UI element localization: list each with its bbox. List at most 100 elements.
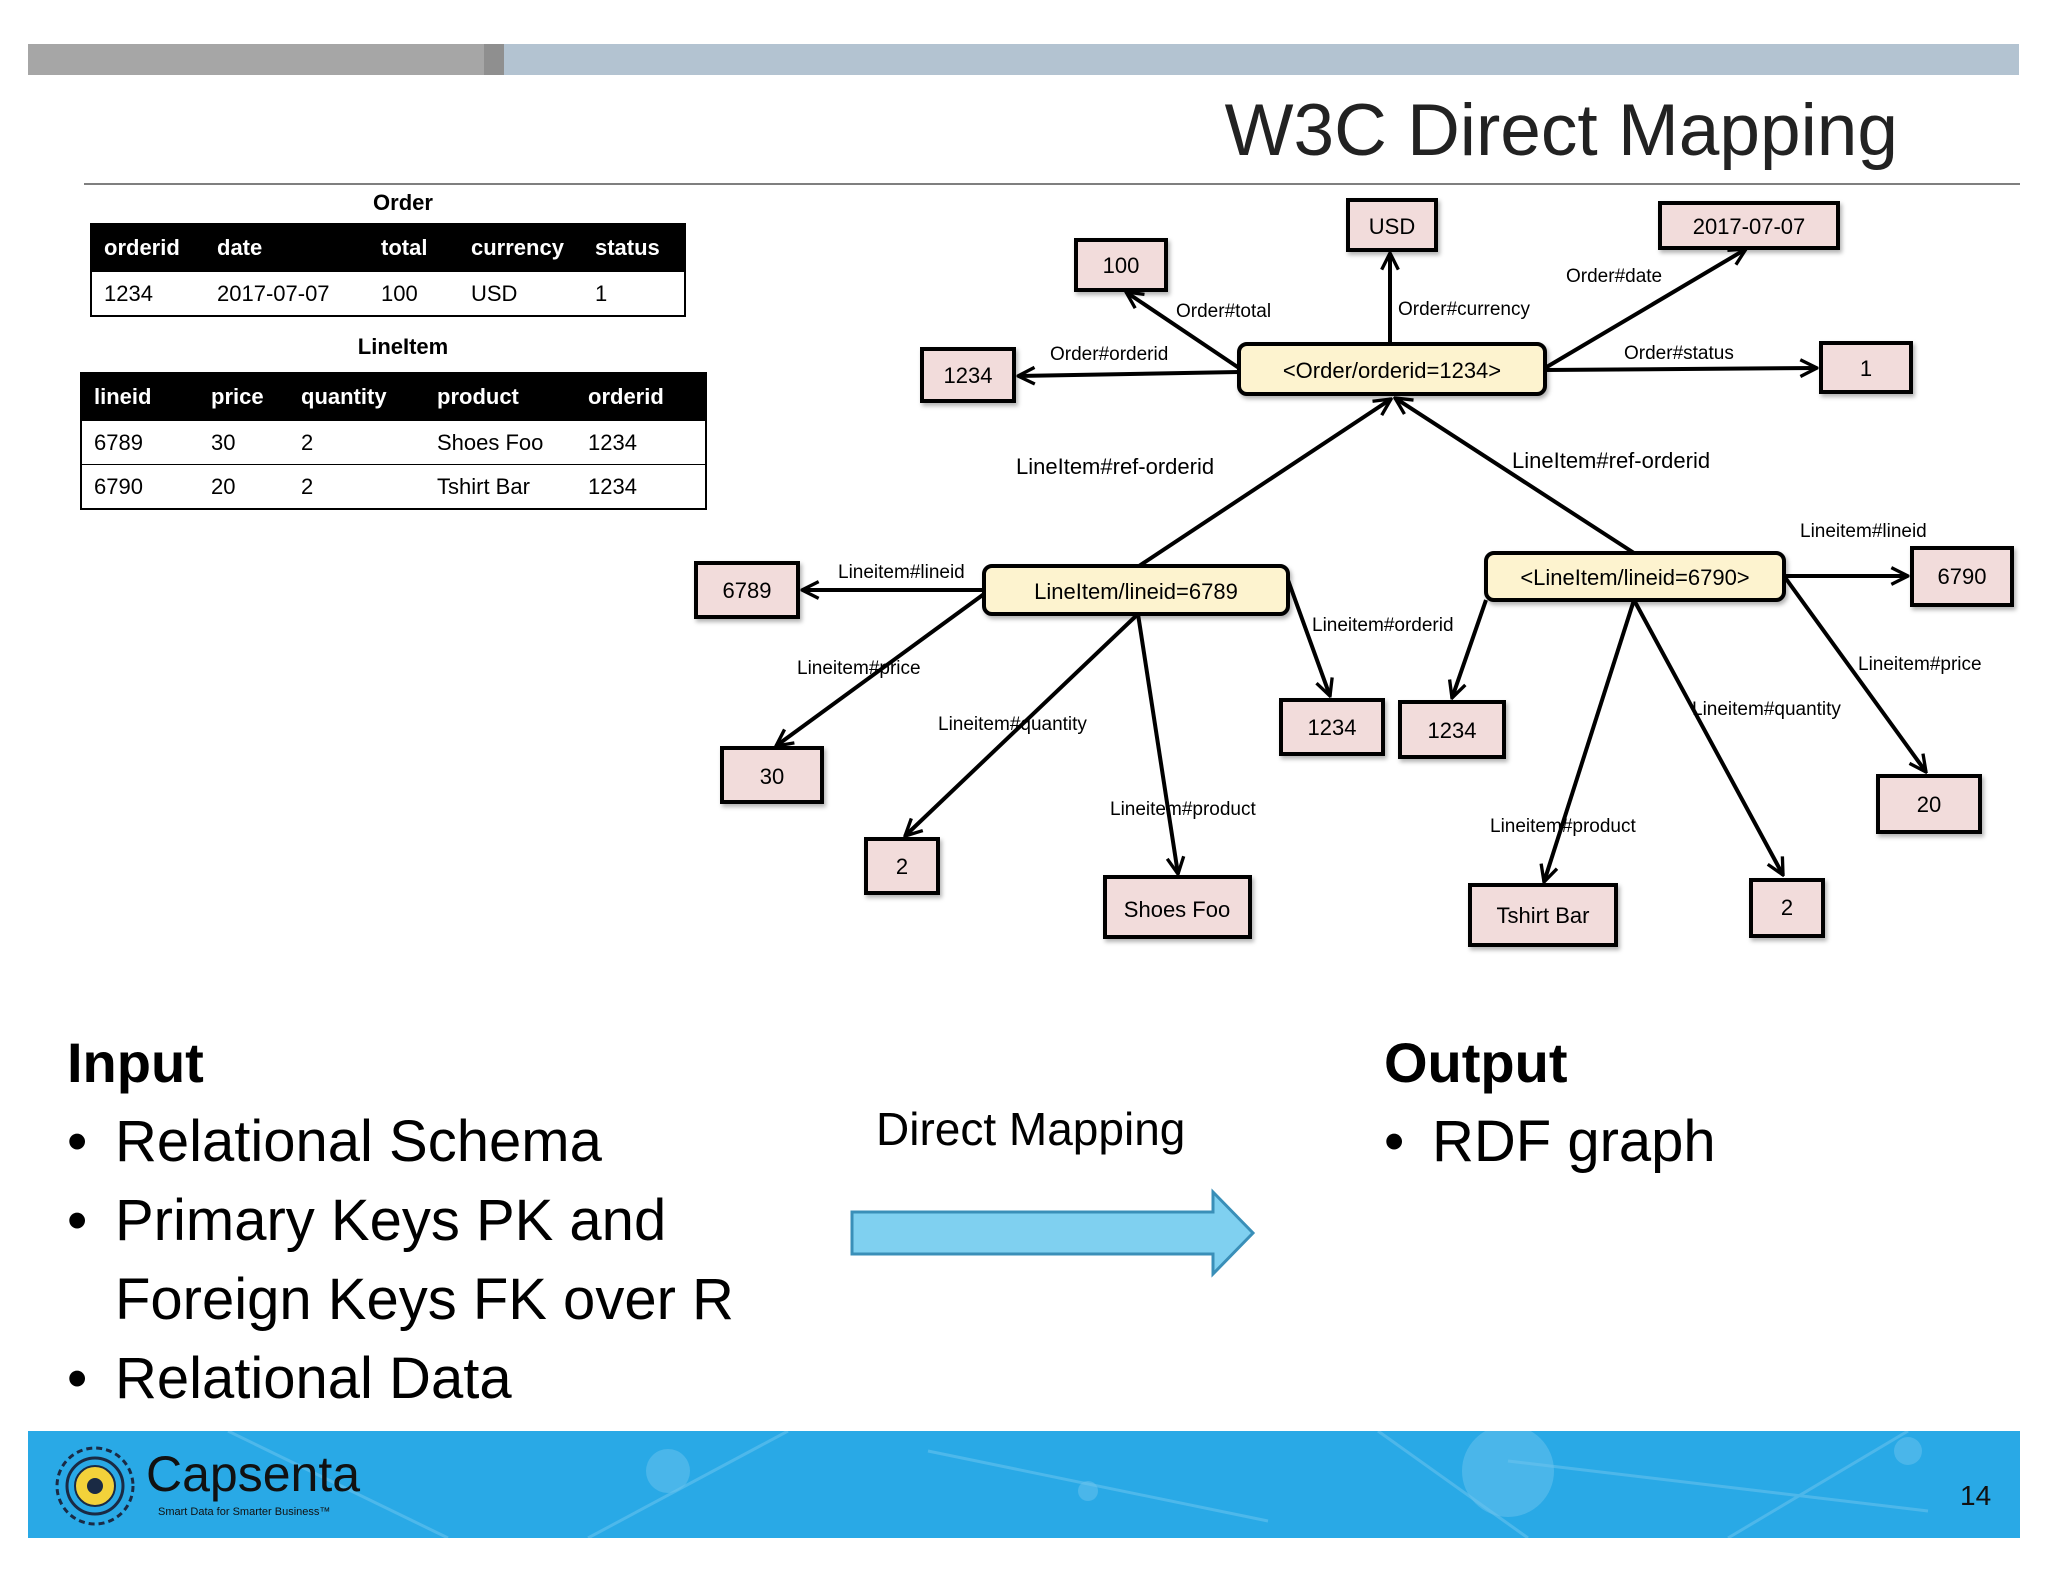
node-status-label: 1 [1860,356,1872,381]
header-bar-separator [484,44,504,75]
node-li2-id [1910,546,2014,607]
column-header: currency [459,224,583,272]
edge-li1-orderid [1286,579,1330,696]
mapping-arrow [850,1188,1256,1278]
table-cell: 30 [199,420,289,465]
output-heading: Output [1384,1031,1568,1094]
header-bar-light [504,44,2019,75]
edge-li2-quantity [1632,599,1783,875]
node-li2-qty-label: 2 [1781,895,1793,920]
node-li2-id-label: 6790 [1938,564,1987,589]
edge-label-order-total: Order#total [1176,301,1271,322]
node-li1-id-label: 6789 [723,578,772,603]
node-orderid [920,347,1016,403]
edge-label-li1-orderid: Lineitem#orderid [1312,615,1454,636]
edge-li2-price [1782,574,1926,772]
edge-order-total [1126,292,1241,370]
list-item-label: Primary Keys PK and [115,1188,667,1253]
edge-order-date [1543,249,1746,370]
node-li2-qty [1749,878,1825,938]
brand-tagline: Smart Data for Smarter Business™ [158,1506,331,1518]
table-cell: 2017-07-07 [205,271,369,316]
edge-label-order-date: Order#date [1566,266,1662,287]
edge-order-status [1544,368,1817,370]
bullet-icon: • [67,1188,88,1253]
table-cell: Tshirt Bar [425,464,576,509]
column-header: price [199,373,289,421]
table-cell: 1234 [91,271,205,316]
node-total-label: 100 [1103,253,1140,278]
table-cell: 1234 [576,464,706,509]
list-item: • Relational Data [67,1339,734,1418]
bullet-icon: • [1384,1109,1405,1174]
edge-li1-ref [1137,399,1391,568]
table-cell: 1 [583,271,685,316]
edge-label-li1-lineid: Lineitem#lineid [838,562,965,583]
node-li1-qty [864,837,940,895]
node-li2-prod-label: Tshirt Bar [1497,903,1590,928]
node-li2-price [1876,774,1982,834]
column-header: orderid [576,373,706,421]
column-header: quantity [289,373,425,421]
edge-label-li2-price: Lineitem#price [1858,654,1982,675]
slide-title: W3C Direct Mapping [1224,90,1898,171]
column-header: date [205,224,369,272]
edge-label-order-currency: Order#currency [1398,299,1530,320]
table-row: 6789 30 2 Shoes Foo 1234 [81,420,706,465]
table-cell: 6790 [81,464,199,509]
node-total [1074,238,1168,292]
table-row: 6790 20 2 Tshirt Bar 1234 [81,464,706,509]
header-bar-dark [28,44,484,75]
list-item: • Primary Keys PK and [67,1181,734,1260]
table-row: 1234 2017-07-07 100 USD 1 [91,271,685,316]
node-li2-price-label: 20 [1917,792,1941,817]
edge-li1-product [1136,613,1178,874]
list-item-label: Relational Data [115,1346,512,1411]
list-item: • RDF graph [1384,1102,1716,1181]
edge-li1-price [776,592,986,746]
edge-label-li2-product: Lineitem#product [1490,816,1636,837]
edge-label-li2-ref: LineItem#ref-orderid [1512,448,1710,473]
node-li2-order-label: 1234 [1428,718,1477,743]
node-order: <Order/orderid=1234> [1237,342,1547,396]
table-cell: Shoes Foo [425,420,576,465]
node-li2-prod [1468,883,1618,947]
direct-mapping-label: Direct Mapping [876,1103,1186,1155]
column-header: total [369,224,459,272]
bullet-icon: • [67,1346,88,1411]
node-usd [1346,198,1438,252]
node-date-label: 2017-07-07 [1693,214,1806,239]
edge-order-orderid [1018,372,1240,376]
edge-label-li1-product: Lineitem#product [1110,799,1256,820]
list-item-label: RDF graph [1432,1109,1716,1174]
edge-label-order-orderid: Order#orderid [1050,344,1168,365]
edge-li2-product [1544,599,1636,882]
edge-label-li1-price: Lineitem#price [797,658,921,679]
title-rule [84,183,2020,185]
table-cell: 2 [289,464,425,509]
node-li1-id [694,561,800,619]
lineitem-table: lineid price quantity product orderid 67… [80,372,707,510]
node-li1-order-label: 1234 [1308,715,1357,740]
edge-label-order-status: Order#status [1624,343,1734,364]
list-item: •Relational Schema [67,1102,734,1181]
list-item-label: Foreign Keys FK over R [115,1267,734,1332]
column-header: product [425,373,576,421]
order-table-caption: Order [373,190,433,215]
node-li2-order [1398,700,1506,759]
node-li1-price-label: 30 [760,764,784,789]
table-cell: 1234 [576,420,706,465]
node-usd-label: USD [1369,214,1415,239]
node-li1-price [720,746,824,804]
table-cell: USD [459,271,583,316]
bullet-icon: • [67,1109,88,1174]
column-header: status [583,224,685,272]
edge-label-li1-quantity: Lineitem#quantity [938,714,1087,735]
column-header: orderid [91,224,205,272]
node-lineitem-6789: LineItem/lineid=6789 [982,564,1290,616]
table-cell: 20 [199,464,289,509]
list-item-continuation: Foreign Keys FK over R [67,1260,734,1339]
column-header: lineid [81,373,199,421]
table-cell: 100 [369,271,459,316]
